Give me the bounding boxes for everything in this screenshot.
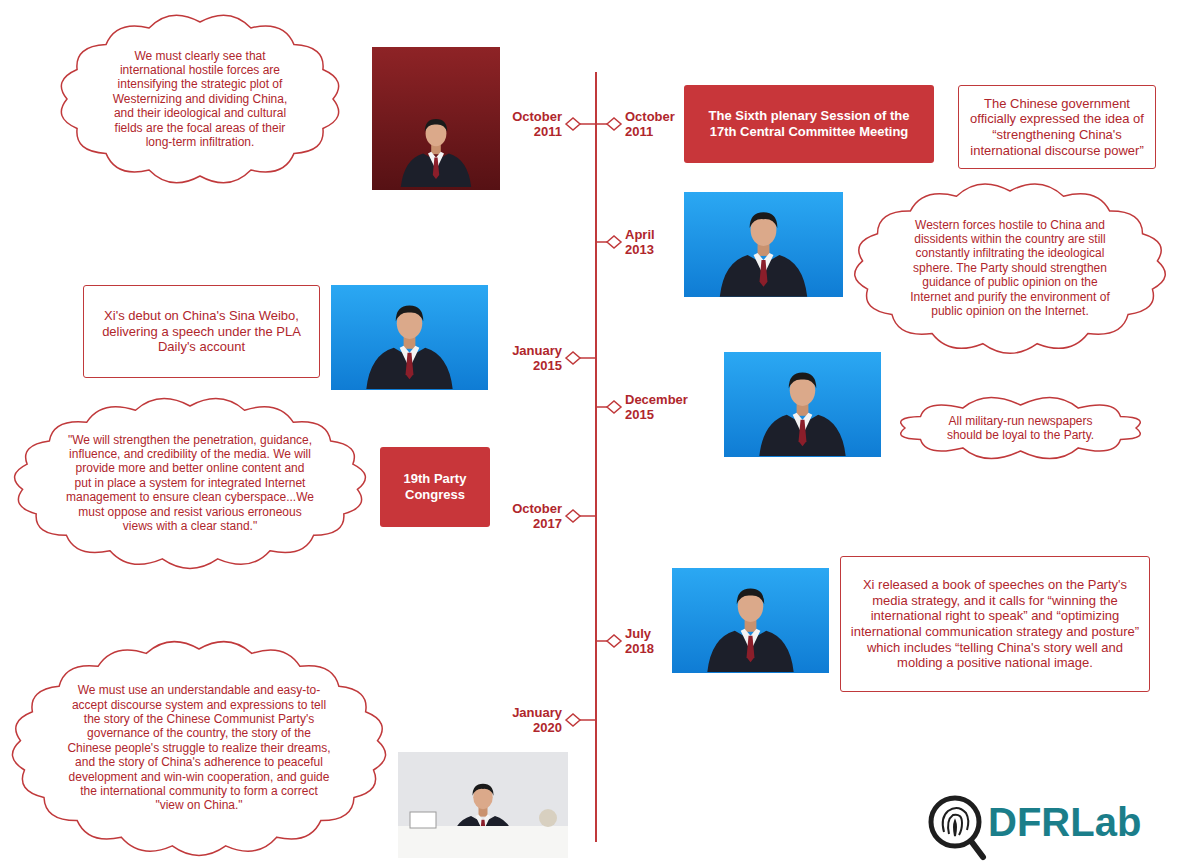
fingerprint-line: [948, 815, 962, 835]
marker-diamond: [566, 510, 580, 522]
photo-figure: [759, 373, 845, 456]
event-title: 19th Party Congress: [391, 471, 480, 502]
photo-background: [398, 752, 568, 858]
date-slot: October 2011: [625, 109, 697, 139]
date-slot: April 2013: [625, 227, 670, 257]
quote-text: We must clearly see that international h…: [102, 49, 298, 150]
photo-figure: [707, 589, 793, 672]
marker-diamond: [566, 714, 580, 726]
date-slot: January 2015: [490, 343, 562, 373]
quote-cloud: "We will strengthen the penetration, gui…: [10, 394, 370, 572]
date-slot: July 2018: [625, 626, 670, 656]
date-label: October 2011: [625, 109, 697, 139]
note-box: Xi's debut on China's Sina Weibo, delive…: [83, 285, 320, 378]
marker-tick: [580, 123, 596, 125]
date-label: January 2015: [490, 343, 562, 373]
photo-background: [331, 285, 488, 390]
marker-diamond: [566, 352, 580, 364]
quote-text: "We will strengthen the penetration, gui…: [66, 433, 314, 534]
date-slot: October 2011: [490, 109, 562, 139]
quote-cloud: We must use an understandable and easy-t…: [8, 637, 390, 859]
event-box: The Sixth plenary Session of the 17th Ce…: [684, 85, 934, 163]
marker-diamond: [607, 236, 621, 248]
marker-diamond: [566, 118, 580, 130]
portrait-photo: [724, 352, 881, 457]
marker-tick: [596, 406, 607, 408]
logo-icon: [931, 798, 983, 857]
note-text: Xi released a book of speeches on the Pa…: [851, 577, 1140, 671]
quote-text: Western forces hostile to China and diss…: [901, 218, 1120, 319]
photo-background: [372, 47, 500, 190]
cloud-outline: [855, 184, 1166, 353]
marker-tick: [580, 515, 596, 517]
quote-cloud: We must clearly see that international h…: [55, 10, 345, 188]
photo-figure: [401, 119, 471, 187]
cloud-outline: [12, 642, 385, 856]
portrait-photo: [331, 285, 488, 390]
date-label: July 2018: [625, 626, 670, 656]
photo-background: [684, 192, 843, 297]
cloud-outline: [61, 15, 338, 183]
date-slot: October 2017: [490, 501, 562, 531]
note-text: The Chinese government officially expres…: [969, 96, 1146, 158]
quote-text: We must use an understandable and easy-t…: [67, 683, 331, 813]
logo-wordmark: DFRLab: [988, 800, 1163, 844]
portrait-photo: [398, 752, 568, 858]
photo-background: [672, 568, 829, 673]
cloud-outline: [901, 397, 1141, 458]
quote-text: All military-run newspapers should be lo…: [936, 414, 1106, 443]
marker-tick: [596, 640, 607, 642]
note-box: Xi released a book of speeches on the Pa…: [840, 556, 1150, 692]
portrait-photo: [684, 192, 843, 297]
portrait-photo: [372, 47, 500, 190]
date-label: October 2011: [490, 109, 562, 139]
photo-figure: [720, 212, 807, 296]
quote-cloud: All military-run newspapers should be lo…: [893, 393, 1148, 463]
timeline-axis: [595, 72, 597, 842]
cloud-outline: [15, 399, 366, 569]
date-slot: January 2020: [490, 705, 562, 735]
magnifier-handle: [971, 841, 983, 857]
date-label: December 2015: [625, 392, 697, 422]
marker-diamond: [607, 118, 621, 130]
fingerprint-line: [954, 821, 956, 836]
photo-background: [724, 352, 881, 457]
event-title: The Sixth plenary Session of the 17th Ce…: [695, 108, 924, 139]
marker-tick: [580, 357, 596, 359]
note-box: The Chinese government officially expres…: [958, 85, 1156, 169]
date-label: October 2017: [490, 501, 562, 531]
magnifier-ring: [931, 798, 979, 846]
quote-cloud: Western forces hostile to China and diss…: [850, 179, 1170, 357]
date-label: April 2013: [625, 227, 670, 257]
note-text: Xi's debut on China's Sina Weibo, delive…: [94, 308, 310, 355]
marker-diamond: [607, 635, 621, 647]
photo-nameplate: [410, 812, 436, 828]
event-box: 19th Party Congress: [380, 447, 490, 527]
timeline-markers: [566, 118, 621, 726]
logo-slot: DFRLab: [988, 800, 1163, 844]
date-label: January 2020: [490, 705, 562, 735]
marker-diamond: [607, 401, 621, 413]
marker-tick: [596, 241, 607, 243]
portrait-photo: [672, 568, 829, 673]
date-slot: December 2015: [625, 392, 697, 422]
marker-tick: [596, 123, 607, 125]
photo-figure: [366, 306, 452, 389]
marker-tick: [580, 719, 596, 721]
photo-flowers: [539, 809, 557, 827]
photo-desk: [398, 826, 568, 858]
